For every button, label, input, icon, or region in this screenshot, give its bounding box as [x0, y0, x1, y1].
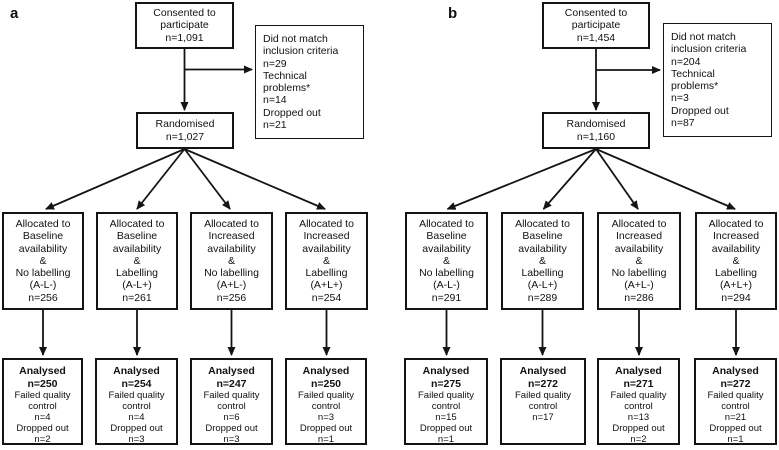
analysed-count-a4: Analysed n=250 — [302, 365, 350, 390]
panel-a-label: a — [10, 5, 19, 22]
randomised-box-a: Randomised n=1,027 — [136, 112, 234, 149]
analysed-box-a3: Analysed n=247 Failed quality control n=… — [190, 358, 273, 445]
analysed-box-a2: Analysed n=254 Failed quality control n=… — [95, 358, 178, 445]
analysed-count-b3: Analysed n=271 — [615, 365, 662, 390]
randomised-box-b: Randomised n=1,160 — [542, 112, 650, 149]
analysed-count-b1: Analysed n=275 — [422, 365, 470, 390]
allocated-box-b3: Allocated to Increased availability & No… — [597, 212, 681, 310]
arrow-randomised-to-group3-a — [183, 148, 231, 210]
allocated-box-b4: Allocated to Increased availability & La… — [695, 212, 777, 310]
analysed-count-b2: Analysed n=272 — [519, 365, 567, 390]
arrow-randomised-to-group4-b — [595, 148, 736, 210]
analysed-exclusions-a3: Failed quality control n=6 Dropped out n… — [203, 390, 260, 445]
analysed-count-b4: Analysed n=272 — [712, 365, 759, 390]
allocated-box-a1: Allocated to Baseline availability & No … — [2, 212, 84, 310]
analysed-exclusions-b4: Failed quality control n=21 Dropped out … — [707, 390, 764, 445]
arrow-randomised-to-group2-a — [136, 148, 186, 210]
analysed-exclusions-a1: Failed quality control n=4 Dropped out n… — [14, 390, 71, 445]
consented-box-b: Consented to participate n=1,454 — [542, 2, 650, 49]
arrow-randomised-to-group1-a — [45, 148, 185, 210]
allocated-box-a2: Allocated to Baseline availability & Lab… — [96, 212, 178, 310]
analysed-exclusions-a2: Failed quality control n=4 Dropped out n… — [108, 390, 165, 445]
analysed-box-b3: Analysed n=271 Failed quality control n=… — [597, 358, 680, 445]
excluded-box-a: Did not match inclusion criteria n=29 Te… — [255, 25, 364, 139]
consented-box-a: Consented to participate n=1,091 — [135, 2, 234, 49]
excluded-box-b: Did not match inclusion criteria n=204 T… — [663, 23, 772, 137]
analysed-exclusions-b1: Failed quality control n=15 Dropped out … — [418, 390, 474, 445]
analysed-exclusions-b3: Failed quality control n=13 Dropped out … — [610, 390, 667, 445]
allocated-box-a3: Allocated to Increased availability & No… — [190, 212, 273, 310]
arrow-randomised-to-group3-b — [595, 148, 639, 210]
analysed-exclusions-b2: Failed quality control n=17 — [515, 390, 571, 423]
analysed-exclusions-a4: Failed quality control n=3 Dropped out n… — [298, 390, 354, 445]
arrow-randomised-to-group2-b — [542, 148, 597, 210]
arrow-randomised-to-group4-a — [184, 148, 326, 210]
analysed-count-a1: Analysed n=250 — [19, 365, 66, 390]
arrow-randomised-to-group1-b — [446, 148, 597, 210]
analysed-count-a2: Analysed n=254 — [113, 365, 160, 390]
allocated-box-b1: Allocated to Baseline availability & No … — [405, 212, 488, 310]
allocated-box-a4: Allocated to Increased availability & La… — [285, 212, 368, 310]
analysed-box-b2: Analysed n=272 Failed quality control n=… — [500, 358, 586, 445]
panel-b-label: b — [448, 5, 458, 22]
allocated-box-b2: Allocated to Baseline availability & Lab… — [501, 212, 584, 310]
analysed-box-a1: Analysed n=250 Failed quality control n=… — [2, 358, 83, 445]
analysed-count-a3: Analysed n=247 — [208, 365, 255, 390]
analysed-box-b1: Analysed n=275 Failed quality control n=… — [404, 358, 488, 445]
analysed-box-a4: Analysed n=250 Failed quality control n=… — [285, 358, 367, 445]
analysed-box-b4: Analysed n=272 Failed quality control n=… — [694, 358, 777, 445]
